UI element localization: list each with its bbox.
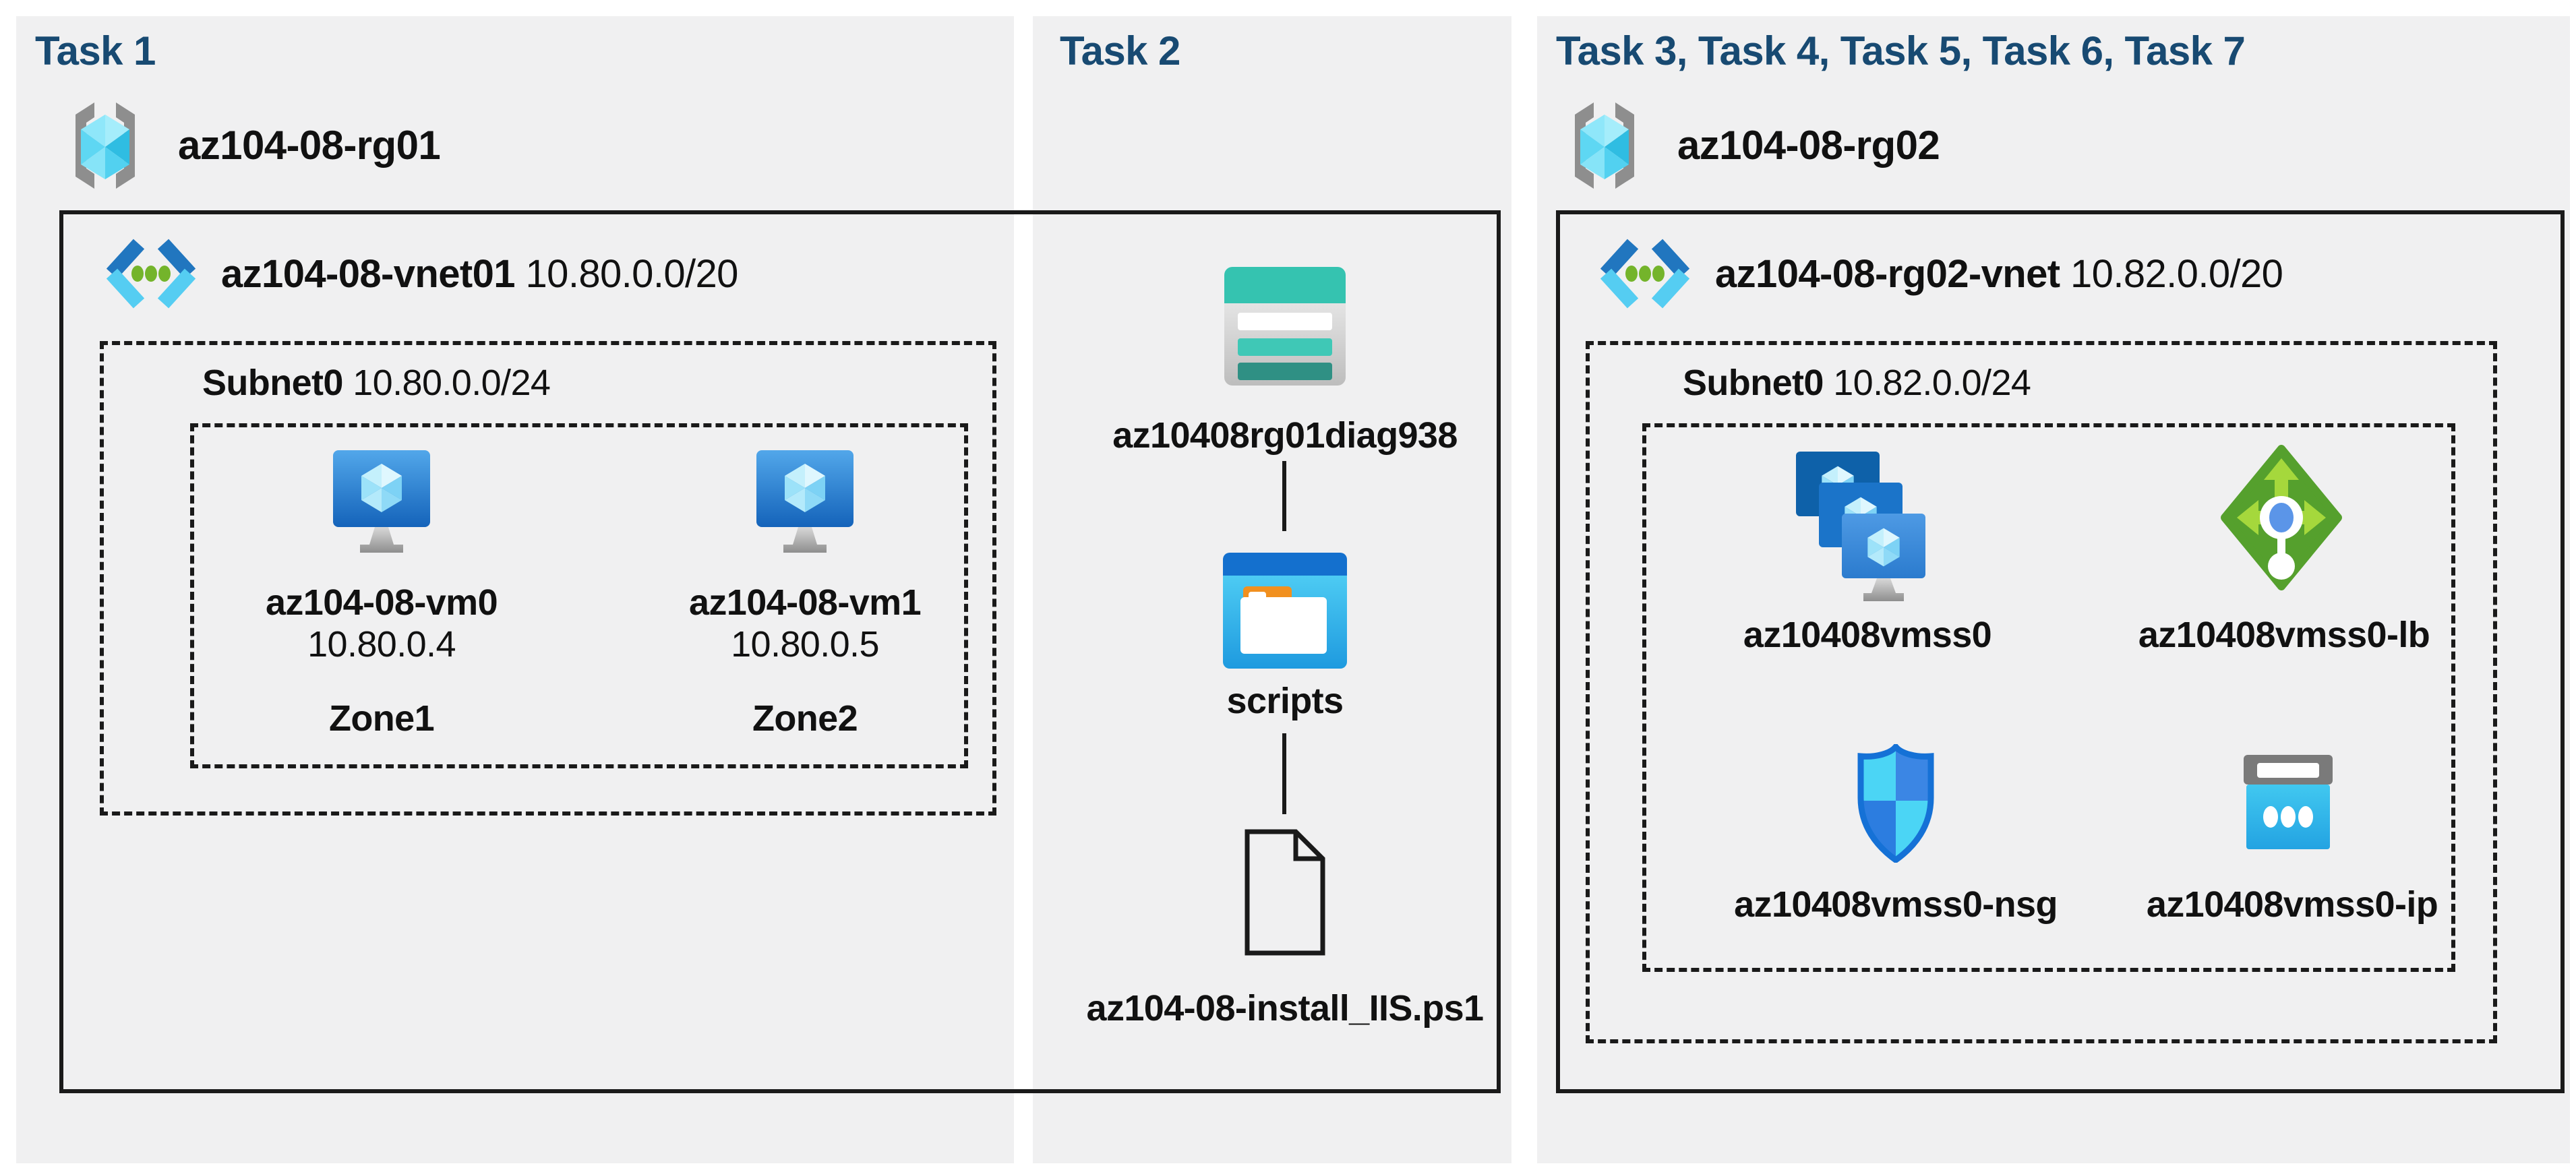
vnet-name: az104-08-vnet01 (221, 253, 516, 297)
folder-icon (1223, 553, 1347, 669)
task1-panel (16, 16, 1014, 1163)
task3-title: Task 3, Task 4, Task 5, Task 6, Task 7 (1556, 30, 2246, 74)
vnet-label: az104-08-vnet01 10.80.0.0/20 (221, 253, 738, 298)
resource-name: az10408vmss0-lb (2138, 615, 2430, 655)
vm-zone: Zone1 (328, 698, 435, 739)
subnet0-box (1586, 341, 2497, 1043)
public-ip-icon (2244, 755, 2333, 852)
vm-scale-set-icon (1796, 452, 1939, 603)
storage-account-name: az10408rg01diag938 (1112, 415, 1458, 456)
task2-title: Task 2 (1060, 30, 1180, 74)
vm-zone: Zone2 (752, 698, 858, 739)
vm-ip: 10.80.0.4 (307, 624, 456, 665)
subnet-cidr: 10.80.0.0/24 (353, 363, 551, 403)
task3-panel (1537, 16, 2570, 1163)
storage-account-icon (1224, 267, 1346, 386)
subnet-cidr: 10.82.0.0/24 (1833, 363, 2031, 403)
vm-ip: 10.80.0.5 (731, 624, 879, 665)
availability-zones-box (190, 423, 968, 768)
connector-line (1282, 733, 1286, 814)
vnet-name: az104-08-rg02-vnet (1715, 253, 2060, 297)
resource-group-icon (62, 97, 148, 194)
document-icon (1243, 828, 1327, 957)
vnet-cidr: 10.82.0.0/20 (2070, 253, 2283, 297)
vm-name: az104-08-vm1 (688, 582, 922, 623)
script-file-name: az104-08-install_IIS.ps1 (1086, 988, 1485, 1029)
subnet-label: Subnet0 10.80.0.0/24 (202, 363, 551, 404)
resource-name: az10408vmss0-nsg (1734, 884, 2058, 925)
resource-group-name: az104-08-rg02 (1677, 124, 1940, 168)
vnet01-boundary-box (59, 210, 1501, 1093)
load-balancer-icon (2221, 445, 2342, 590)
subnet0-box (100, 341, 996, 816)
vmss-resources-box (1642, 423, 2455, 972)
subnet-name: Subnet0 (202, 363, 343, 403)
rg02-vnet-boundary-box (1556, 210, 2565, 1093)
virtual-network-icon (1594, 237, 1696, 310)
resource-group-name: az104-08-rg01 (178, 124, 441, 168)
vnet-cidr: 10.80.0.0/20 (525, 253, 739, 297)
virtual-machine-icon (754, 450, 856, 563)
virtual-network-icon (100, 237, 202, 310)
vnet-label: az104-08-rg02-vnet 10.82.0.0/20 (1715, 253, 2283, 298)
resource-group-icon (1561, 97, 1648, 194)
virtual-machine-icon (330, 450, 433, 563)
connector-line (1282, 461, 1286, 531)
resource-name: az10408vmss0-ip (2146, 884, 2438, 925)
vm-name: az104-08-vm0 (265, 582, 498, 623)
task1-title: Task 1 (35, 30, 156, 74)
subnet-label: Subnet0 10.82.0.0/24 (1683, 363, 2031, 404)
network-security-group-icon (1854, 744, 1938, 863)
subnet-name: Subnet0 (1683, 363, 1824, 403)
folder-name: scripts (1226, 681, 1344, 721)
resource-name: az10408vmss0 (1743, 615, 1992, 655)
